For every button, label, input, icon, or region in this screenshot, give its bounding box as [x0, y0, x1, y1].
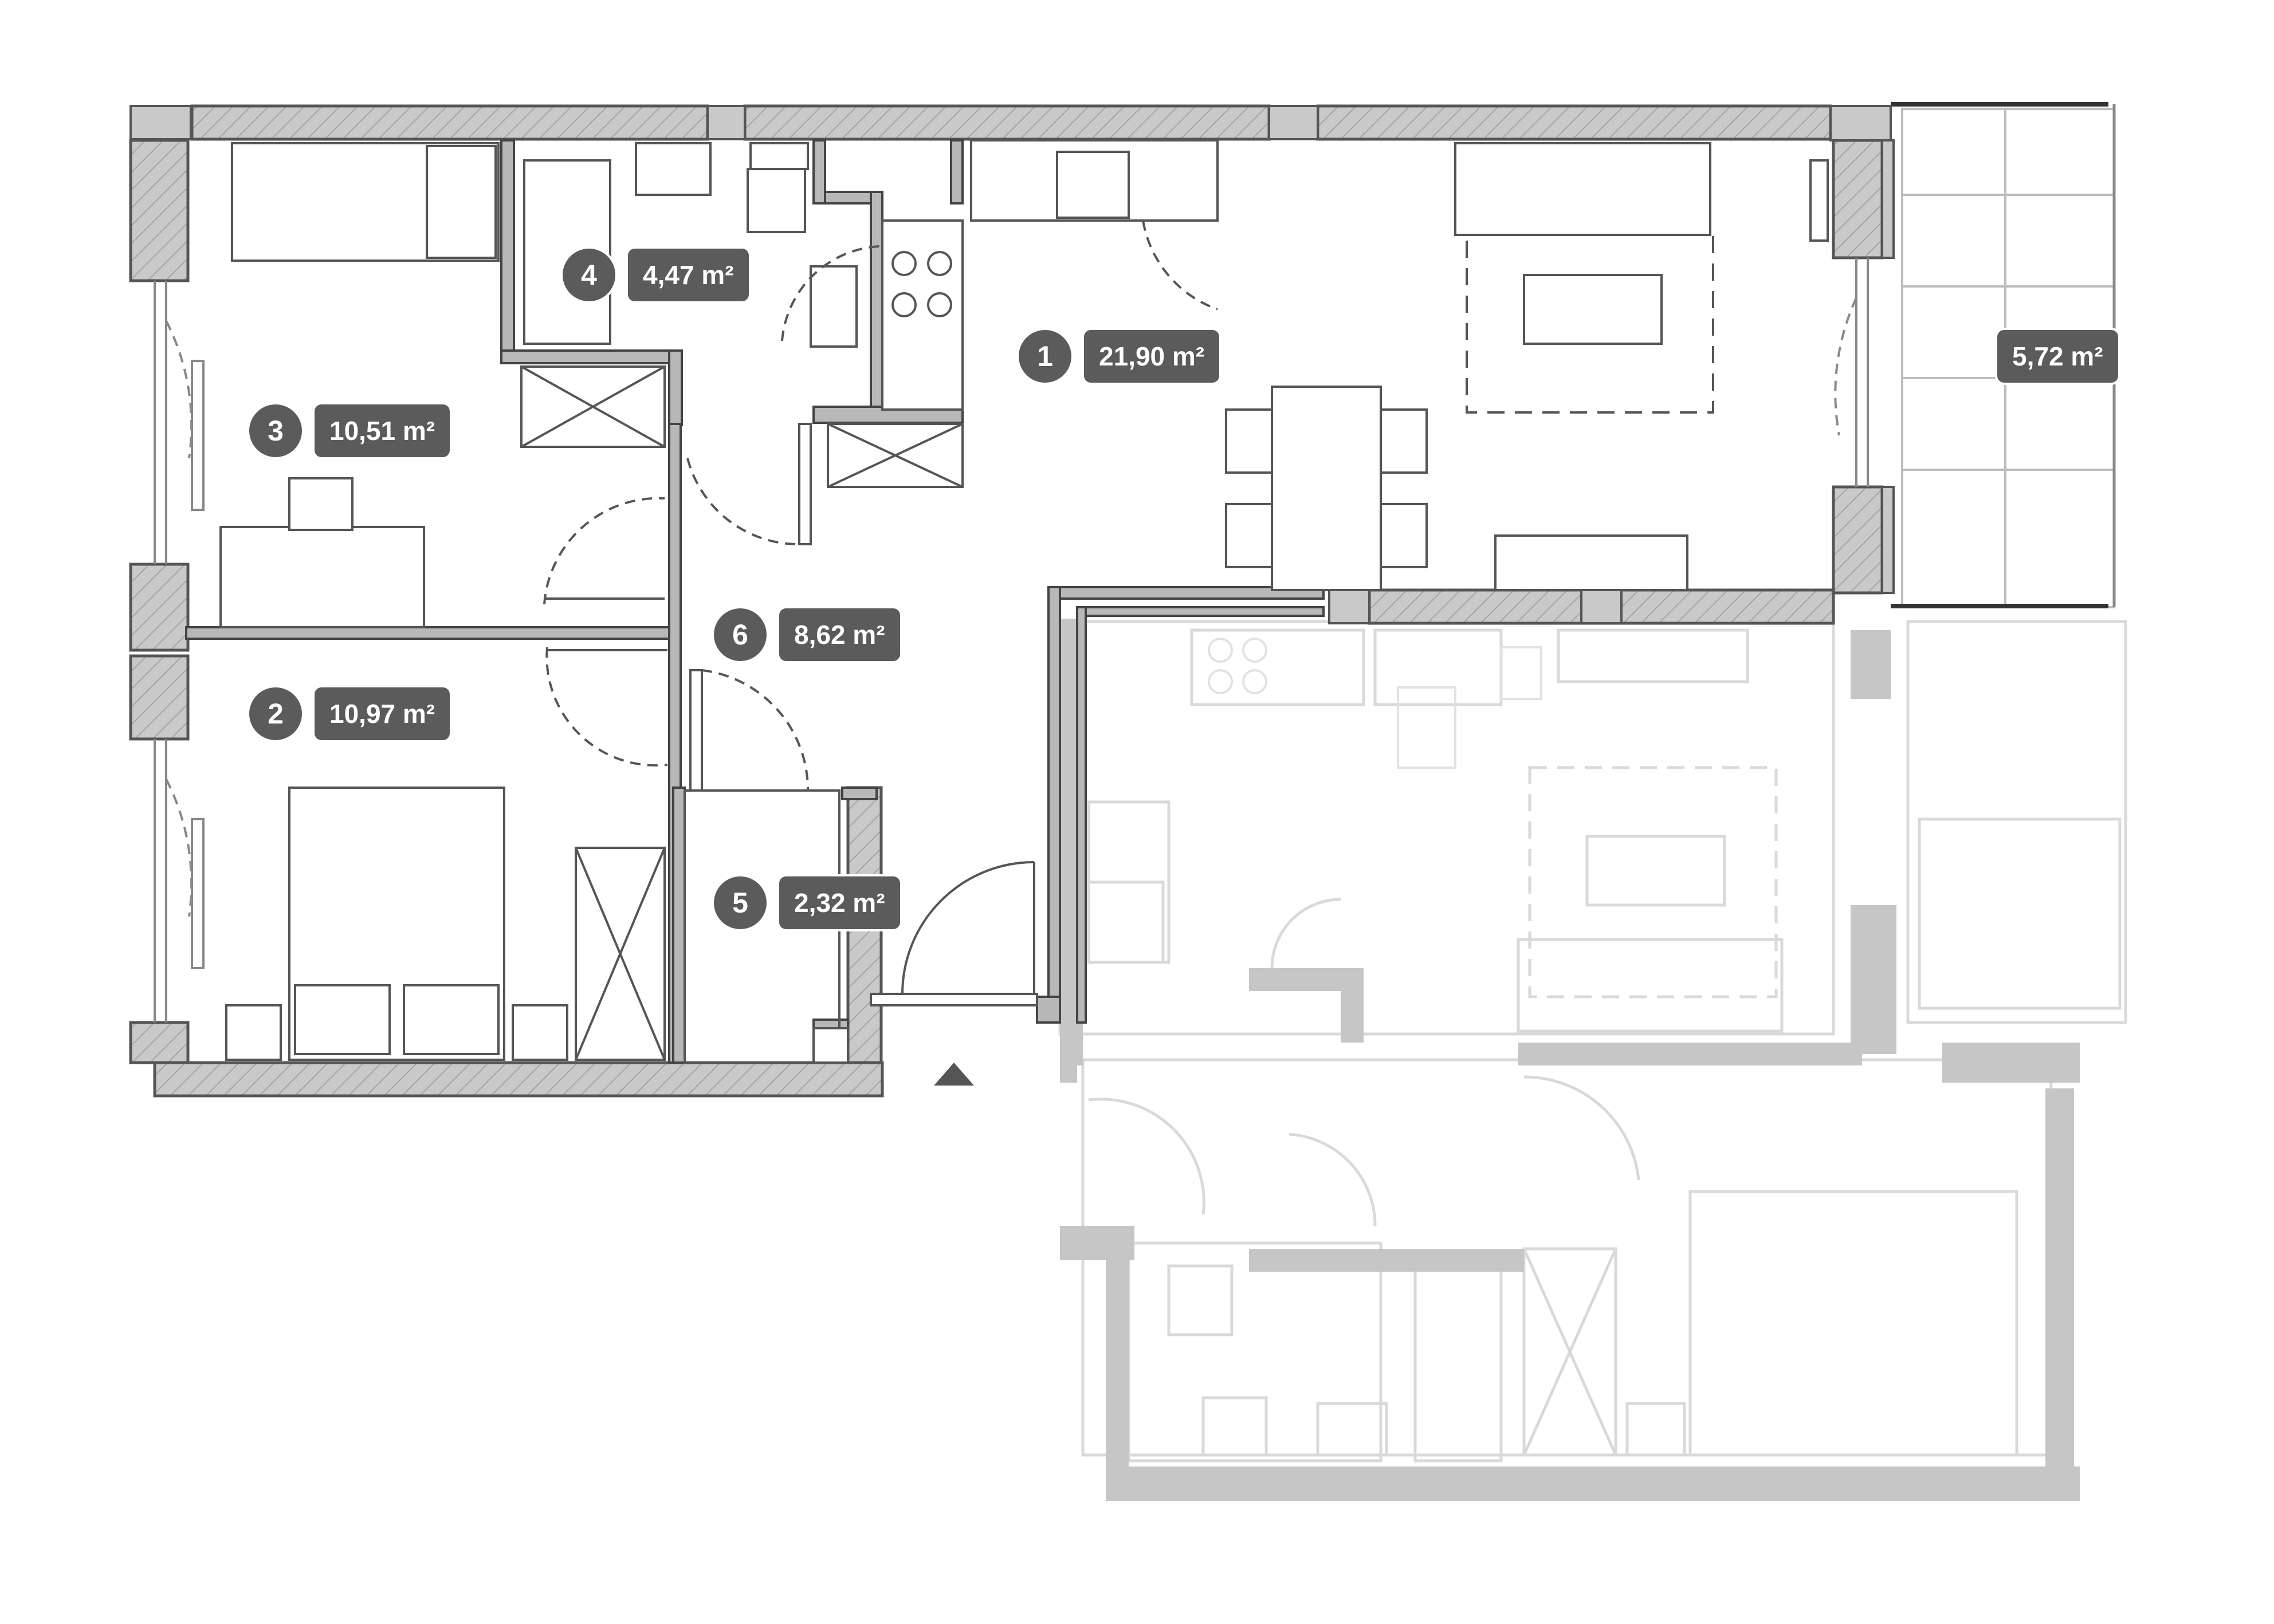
room-area: 10,51 m² — [315, 404, 450, 457]
entrance-arrow-icon — [934, 1063, 974, 1086]
room-label-5: 5 2,32 m² — [714, 876, 900, 929]
room-number: 5 — [714, 876, 767, 929]
room-number: 3 — [249, 404, 302, 457]
windows — [154, 258, 1869, 1023]
room-area: 10,97 m² — [315, 687, 450, 740]
room-area: 8,62 m² — [779, 608, 900, 661]
room-number: 6 — [714, 608, 767, 661]
entrance-door — [870, 861, 1038, 1006]
room-label-3: 3 10,51 m² — [249, 404, 450, 457]
room-area: 2,32 m² — [779, 876, 900, 929]
neighbour-walls — [1060, 619, 2080, 1501]
room-number: 4 — [563, 249, 615, 301]
neighbour-balcony — [1906, 620, 2127, 1024]
faint-fixtures — [1208, 638, 1542, 769]
room-area: 4,47 m² — [628, 249, 749, 301]
room-number: 1 — [1019, 330, 1071, 383]
interior-walls — [185, 139, 1325, 1064]
room-label-4: 4 4,47 m² — [563, 249, 749, 301]
room-area: 21,90 m² — [1084, 330, 1220, 383]
room-label-6: 6 8,62 m² — [714, 608, 900, 661]
room-label-1: 1 21,90 m² — [1019, 330, 1220, 383]
room-label-2: 2 10,97 m² — [249, 687, 450, 740]
neighbour-unit — [1058, 620, 2122, 1462]
furniture — [219, 139, 1829, 1064]
room-number: 2 — [249, 687, 302, 740]
balcony-area: 5,72 m² — [1997, 330, 2118, 383]
balcony-label: 5,72 m² — [1997, 330, 2118, 383]
